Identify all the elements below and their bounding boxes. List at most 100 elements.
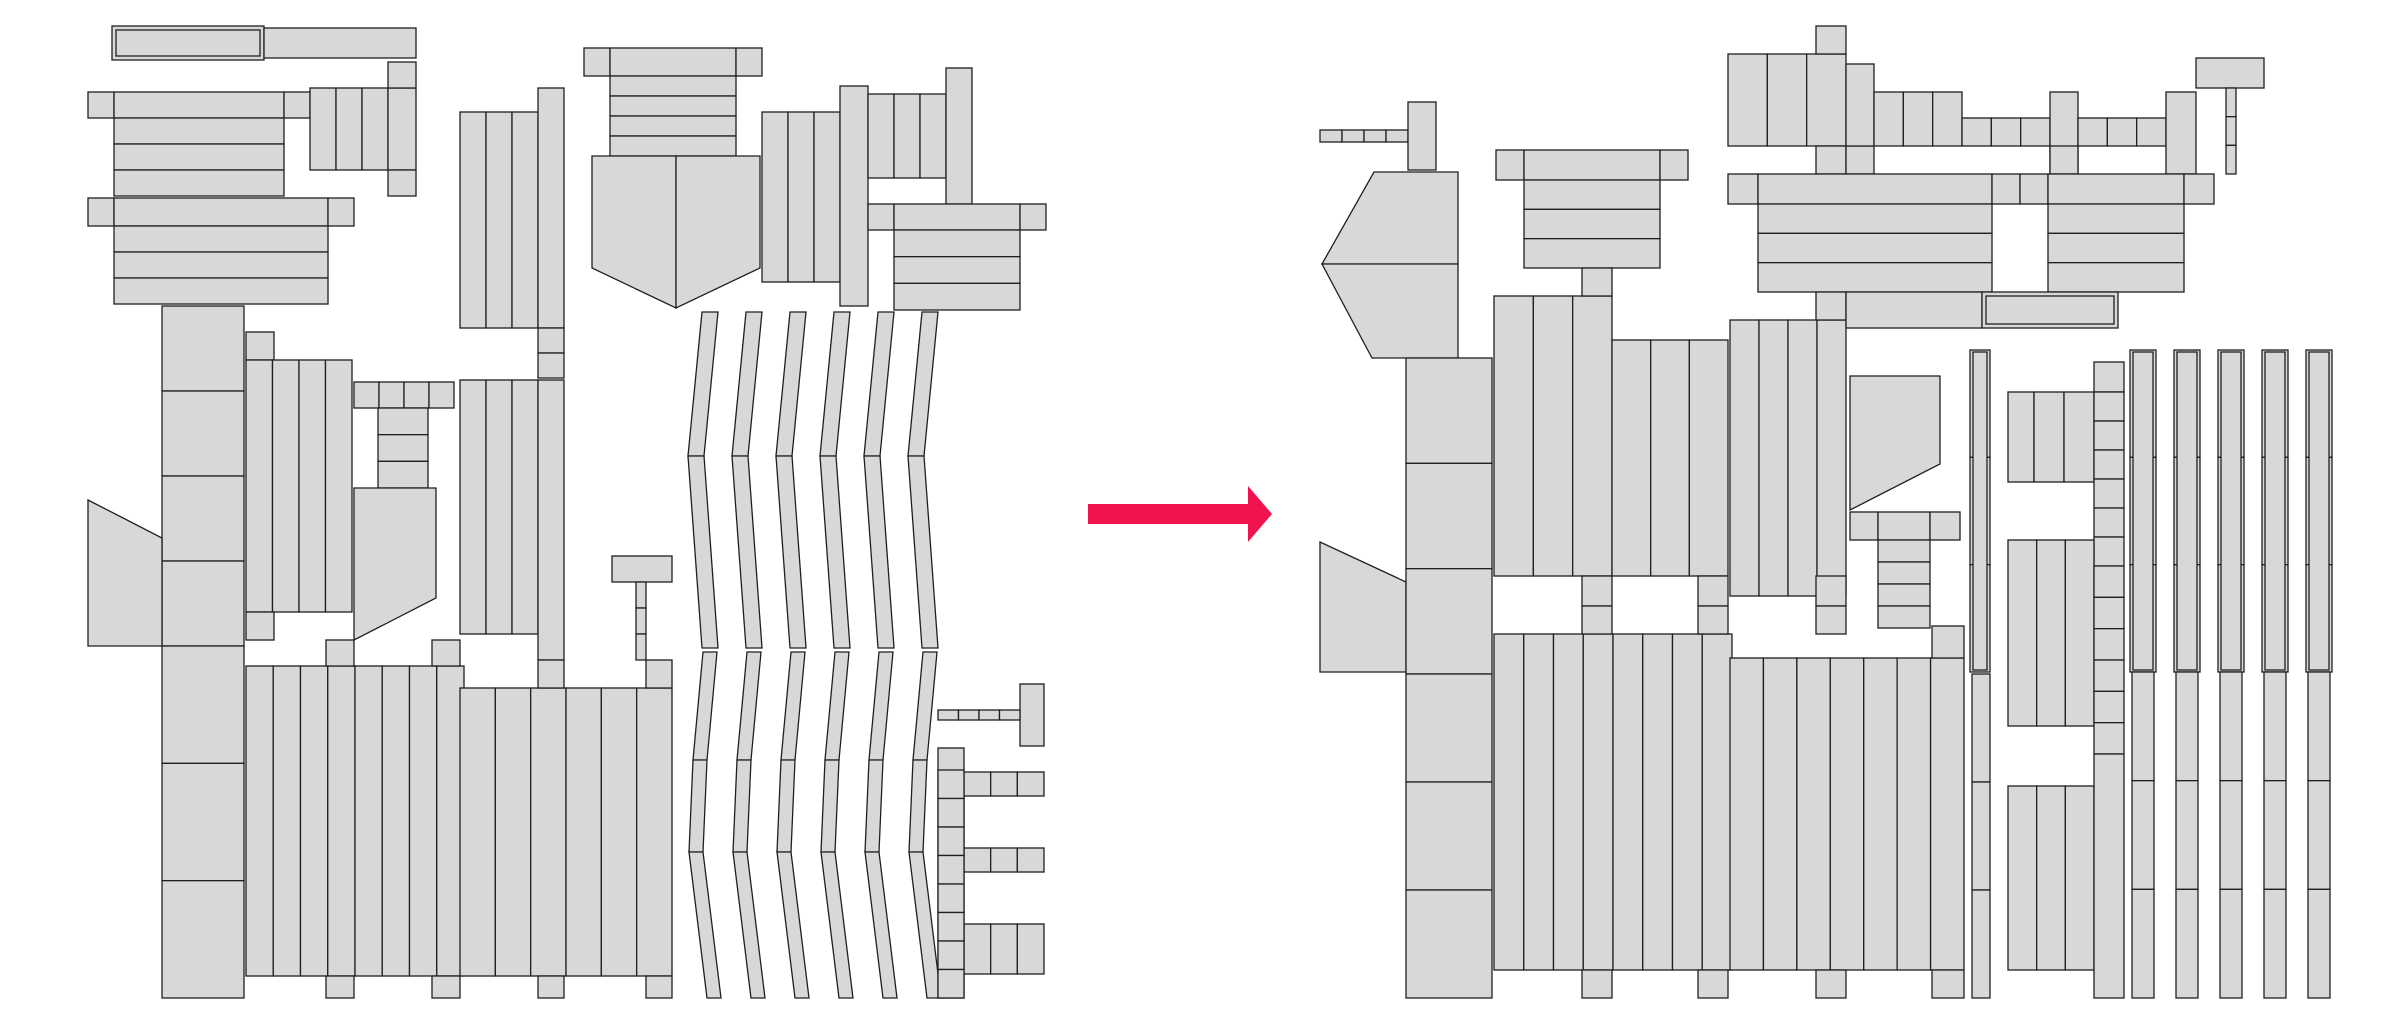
uv-island <box>1523 238 1661 269</box>
uv-island <box>609 115 737 137</box>
uv-island <box>245 331 275 361</box>
uv-island <box>1896 657 1932 971</box>
uv-island <box>957 709 980 721</box>
uv-island <box>494 687 532 977</box>
uv-island <box>459 111 487 329</box>
uv-island <box>735 47 763 77</box>
uv-island <box>2263 671 2287 782</box>
uv-island <box>1985 295 2115 325</box>
uv-island <box>2307 780 2331 890</box>
uv-island <box>820 851 854 999</box>
uv-island <box>645 659 673 689</box>
uv-island <box>1849 375 1941 512</box>
uv-island <box>2093 659 2125 692</box>
uv-island <box>537 87 565 329</box>
uv-island <box>115 29 261 57</box>
uv-island <box>1581 575 1613 607</box>
uv-island <box>1581 969 1613 999</box>
uv-island <box>1816 319 1847 597</box>
uv-island <box>609 47 737 77</box>
uv-island <box>937 940 965 971</box>
uv-island <box>2093 628 2125 661</box>
uv-island <box>1757 173 1993 205</box>
uv-island <box>824 651 850 761</box>
uv-island <box>377 460 429 489</box>
uv-island <box>688 759 708 853</box>
uv-island <box>113 251 329 279</box>
uv-island <box>937 883 965 914</box>
uv-island <box>2093 753 2125 999</box>
uv-island <box>485 379 513 635</box>
uv-island <box>732 759 752 853</box>
uv-island <box>1849 511 1879 541</box>
uv-island <box>2047 262 2185 293</box>
uv-island <box>937 769 965 800</box>
uv-island <box>2093 449 2125 480</box>
uv-island <box>1016 847 1045 873</box>
uv-island <box>2263 780 2287 890</box>
uv-island <box>2220 351 2242 671</box>
uv-island <box>1929 657 1965 971</box>
uv-island <box>2195 57 2265 89</box>
uv-island <box>1581 605 1613 635</box>
uv-island <box>1971 673 1991 783</box>
uv-island <box>1701 633 1733 971</box>
uv-island <box>1815 605 1847 635</box>
uv-island <box>511 379 539 635</box>
uv-island <box>1873 91 1904 147</box>
uv-island <box>2019 173 2049 205</box>
uv-island <box>377 434 429 462</box>
uv-island <box>87 91 115 119</box>
uv-island <box>161 645 245 764</box>
uv-island <box>335 87 363 171</box>
uv-island <box>537 975 565 999</box>
uv-island <box>428 381 455 409</box>
uv-island <box>937 968 965 999</box>
uv-island <box>893 282 1021 311</box>
uv-island <box>1931 969 1965 999</box>
uv-island <box>1971 889 1991 999</box>
uv-island <box>113 197 329 227</box>
uv-island <box>387 61 417 89</box>
uv-island <box>2093 565 2125 598</box>
uv-island <box>1961 117 1992 147</box>
uv-island <box>2132 351 2154 671</box>
uv-island <box>2036 539 2066 727</box>
uv-island <box>864 851 898 999</box>
uv-island <box>361 87 389 171</box>
uv-island <box>1405 673 1493 783</box>
uv-island <box>1815 969 1847 999</box>
uv-island <box>893 256 1021 284</box>
uv-island <box>867 93 895 179</box>
uv-island <box>161 560 245 647</box>
uv-island <box>731 311 763 457</box>
uv-island <box>485 111 513 329</box>
uv-island <box>912 651 938 761</box>
uv-island <box>919 93 947 179</box>
uv-island <box>688 851 722 999</box>
uv-island <box>2225 116 2237 146</box>
uv-island <box>1815 25 1847 55</box>
uv-island <box>387 169 417 197</box>
uv-island <box>2093 478 2125 509</box>
uv-island <box>1931 625 1965 659</box>
uv-island <box>2308 351 2330 671</box>
uv-island <box>893 93 921 179</box>
uv-island <box>864 759 884 853</box>
uv-island <box>1815 575 1847 607</box>
uv-island <box>537 327 565 354</box>
uv-island <box>1523 208 1661 240</box>
uv-island <box>937 911 965 942</box>
uv-island <box>1877 561 1931 585</box>
uv-island <box>431 639 461 667</box>
uv-island <box>161 305 245 392</box>
uv-island <box>1697 575 1729 607</box>
uv-island <box>537 379 565 661</box>
uv-island <box>1845 63 1875 147</box>
uv-island <box>761 111 789 283</box>
uv-island <box>1757 232 1993 264</box>
uv-island <box>1829 657 1865 971</box>
uv-island <box>327 197 355 227</box>
uv-island <box>298 359 327 613</box>
uv-island <box>1762 657 1798 971</box>
